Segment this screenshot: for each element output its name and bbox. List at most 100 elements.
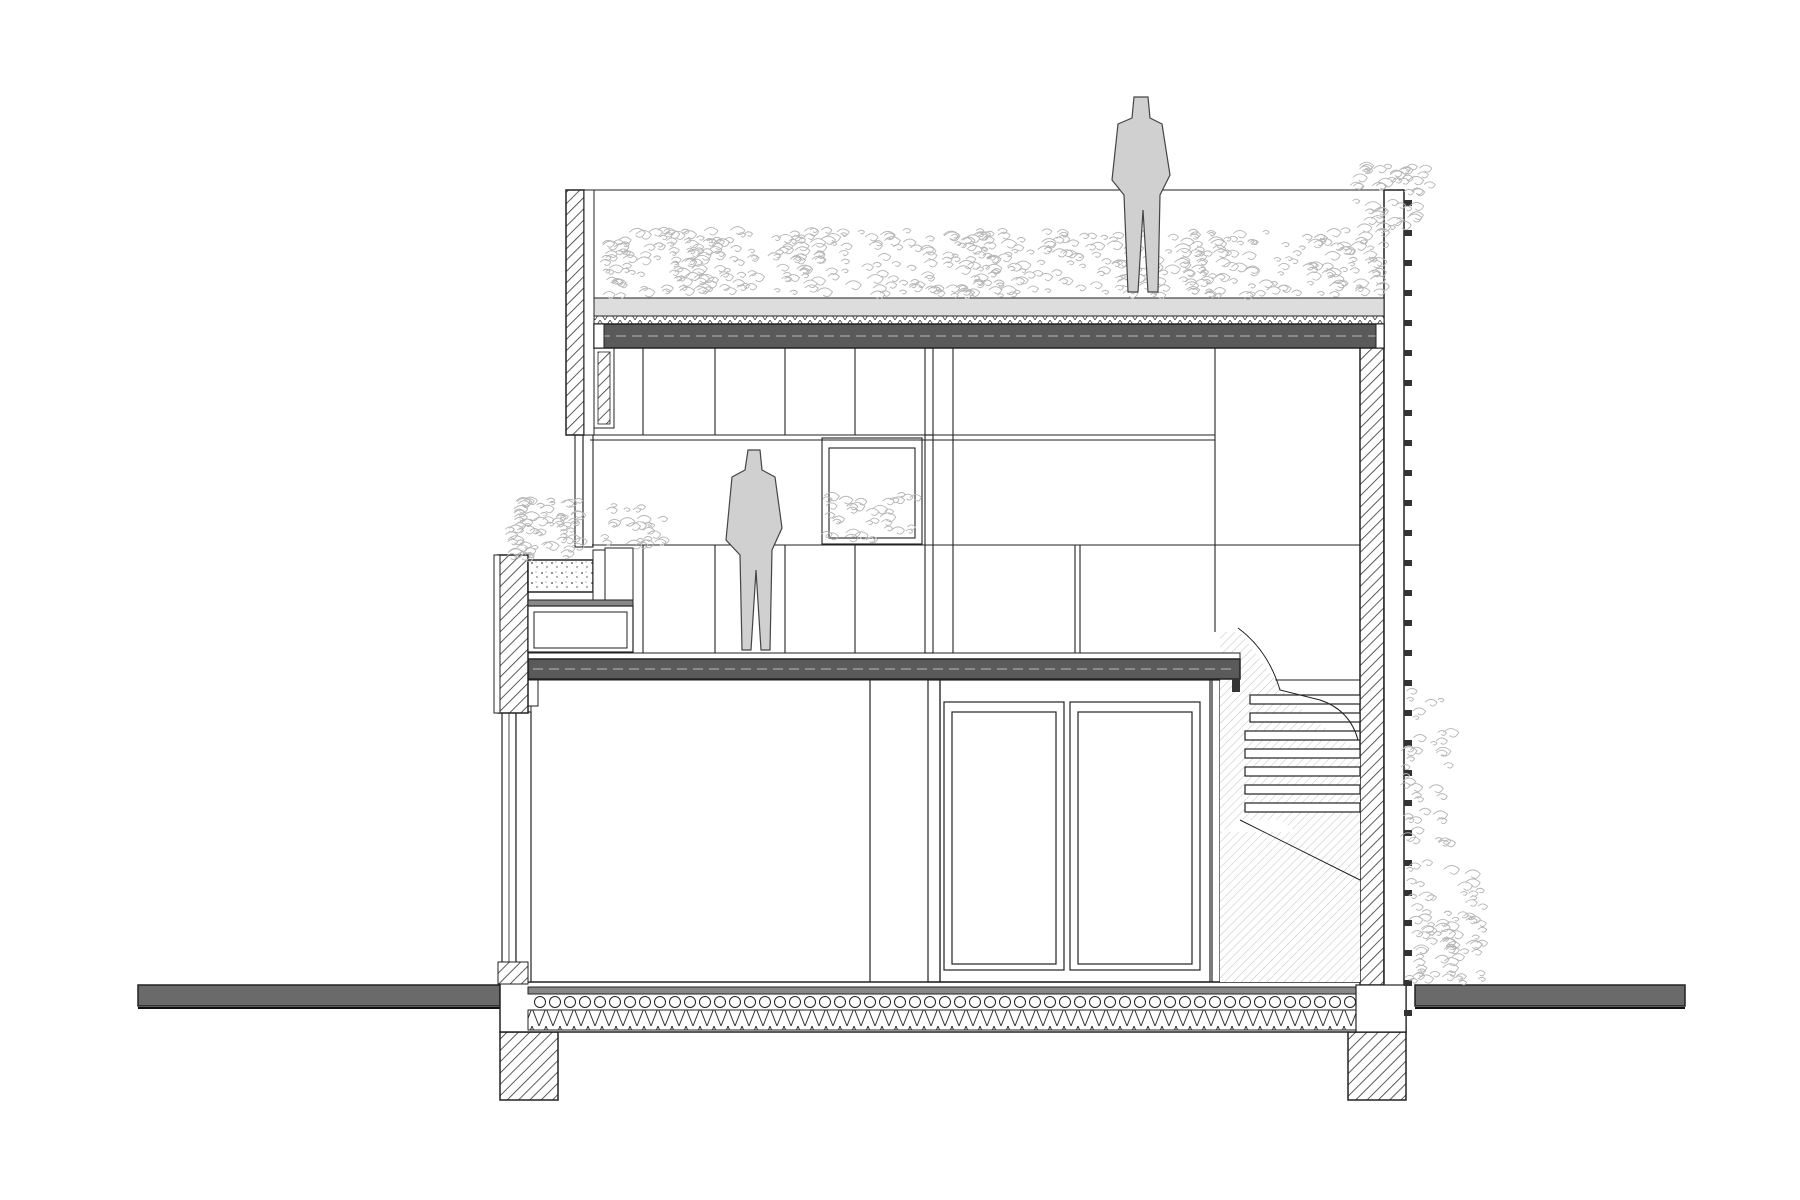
vegetation-stroke: [975, 228, 985, 234]
vegetation-stroke: [1409, 211, 1424, 220]
vegetation-stroke: [1308, 261, 1324, 271]
vegetation-stroke: [691, 264, 708, 274]
vegetation-stroke: [1373, 165, 1388, 174]
vegetation-stroke: [660, 284, 674, 293]
vegetation-stroke: [1477, 926, 1488, 933]
vegetation-stroke: [1395, 220, 1412, 231]
slab-hole: [729, 996, 741, 1008]
vegetation-stroke: [786, 274, 801, 282]
slab-hole: [744, 996, 756, 1008]
vegetation-stroke: [840, 258, 851, 265]
vegetation-stroke: [647, 522, 656, 528]
vegetation-stroke: [1228, 278, 1239, 284]
vegetation-stroke: [962, 236, 976, 245]
vegetation-stroke: [670, 261, 680, 268]
vegetation-stroke: [1375, 222, 1392, 232]
vegetation-stroke: [532, 516, 549, 527]
vegetation-stroke: [793, 241, 810, 252]
vegetation-stroke: [687, 249, 696, 255]
vegetation-stroke: [546, 497, 556, 503]
vegetation-stroke: [1339, 267, 1349, 273]
vegetation-stroke: [1292, 250, 1302, 256]
stair-step: [1244, 730, 1361, 741]
vegetation-stroke: [744, 231, 754, 237]
vegetation-stroke: [1007, 291, 1018, 298]
vegetation-stroke: [777, 233, 794, 244]
vegetation-stroke: [635, 229, 652, 240]
slab-hole: [1194, 996, 1206, 1008]
stair-step: [1249, 694, 1361, 705]
vegetation-stroke: [679, 286, 696, 296]
vegetation-stroke: [1178, 276, 1189, 283]
vegetation-stroke: [1246, 291, 1256, 298]
slab-hole: [1314, 996, 1326, 1008]
vegetation-stroke: [965, 256, 977, 263]
vegetation-stroke: [693, 273, 710, 284]
slab-hole: [699, 996, 711, 1008]
vegetation-stroke: [1106, 240, 1124, 251]
vegetation-stroke: [1436, 749, 1448, 757]
vegetation-stroke: [985, 230, 995, 237]
vegetation-stroke: [1059, 276, 1074, 286]
vegetation-stroke: [602, 539, 613, 546]
vegetation-stroke: [1330, 242, 1345, 251]
vegetation-stroke: [976, 266, 985, 272]
vegetation-stroke: [902, 228, 912, 234]
vegetation-stroke: [1406, 696, 1415, 702]
vegetation-stroke: [523, 496, 538, 506]
vegetation-stroke: [1321, 269, 1337, 278]
vegetation-stroke: [517, 500, 531, 509]
vegetation-stroke: [1041, 228, 1053, 235]
vegetation-stroke: [1403, 166, 1411, 172]
vegetation-stroke: [618, 236, 632, 245]
vegetation-stroke: [729, 256, 739, 262]
vegetation-stroke: [1039, 272, 1054, 282]
vegetation-stroke: [1058, 231, 1069, 238]
vegetation-stroke: [1245, 265, 1260, 274]
vegetation-stroke: [1056, 229, 1069, 237]
vegetation-stroke: [804, 233, 816, 240]
vegetation-stroke: [1370, 275, 1387, 285]
vegetation-stroke: [830, 241, 838, 246]
stair-step: [1244, 802, 1361, 813]
vegetation-stroke: [560, 499, 575, 508]
slab-hole: [1044, 996, 1056, 1008]
vegetation-stroke: [905, 528, 914, 534]
vegetation-stroke: [914, 281, 926, 288]
vegetation-stroke: [1428, 784, 1444, 794]
vegetation-stroke: [987, 271, 998, 278]
vegetation-stroke: [703, 286, 714, 293]
vegetation-stroke: [730, 226, 746, 236]
cladding-clip: [1404, 620, 1412, 626]
slab-hole: [759, 996, 771, 1008]
vegetation-stroke: [973, 278, 984, 285]
vegetation-stroke: [792, 256, 807, 265]
vegetation-stroke: [943, 230, 960, 241]
vegetation-stroke: [542, 516, 555, 524]
vegetation-stroke: [1298, 245, 1306, 250]
vegetation-stroke: [714, 265, 727, 273]
vegetation-stroke: [636, 256, 652, 266]
vegetation-stroke: [1436, 918, 1450, 927]
vegetation-stroke: [570, 520, 581, 527]
vegetation-stroke: [1387, 176, 1397, 183]
slab-hole: [909, 996, 921, 1008]
vegetation-stroke: [1436, 817, 1448, 824]
vegetation-stroke: [773, 288, 781, 293]
vegetation-stroke: [1027, 285, 1039, 293]
vegetation-stroke: [1442, 963, 1460, 973]
vegetation-stroke: [1355, 284, 1363, 289]
vegetation-stroke: [1232, 230, 1247, 239]
vegetation-stroke: [1411, 188, 1426, 197]
vegetation-stroke: [1277, 262, 1291, 271]
vegetation-stroke: [559, 529, 568, 535]
vegetation-stroke: [678, 285, 688, 291]
vegetation-stroke: [1215, 258, 1232, 268]
cladding-clip: [1404, 530, 1412, 536]
vegetation-stroke: [879, 512, 897, 523]
vegetation-stroke: [652, 242, 666, 251]
vegetation-stroke: [933, 286, 941, 292]
vegetation-stroke: [902, 493, 914, 501]
vegetation-stroke: [531, 544, 539, 550]
vegetation-stroke: [1411, 903, 1424, 911]
